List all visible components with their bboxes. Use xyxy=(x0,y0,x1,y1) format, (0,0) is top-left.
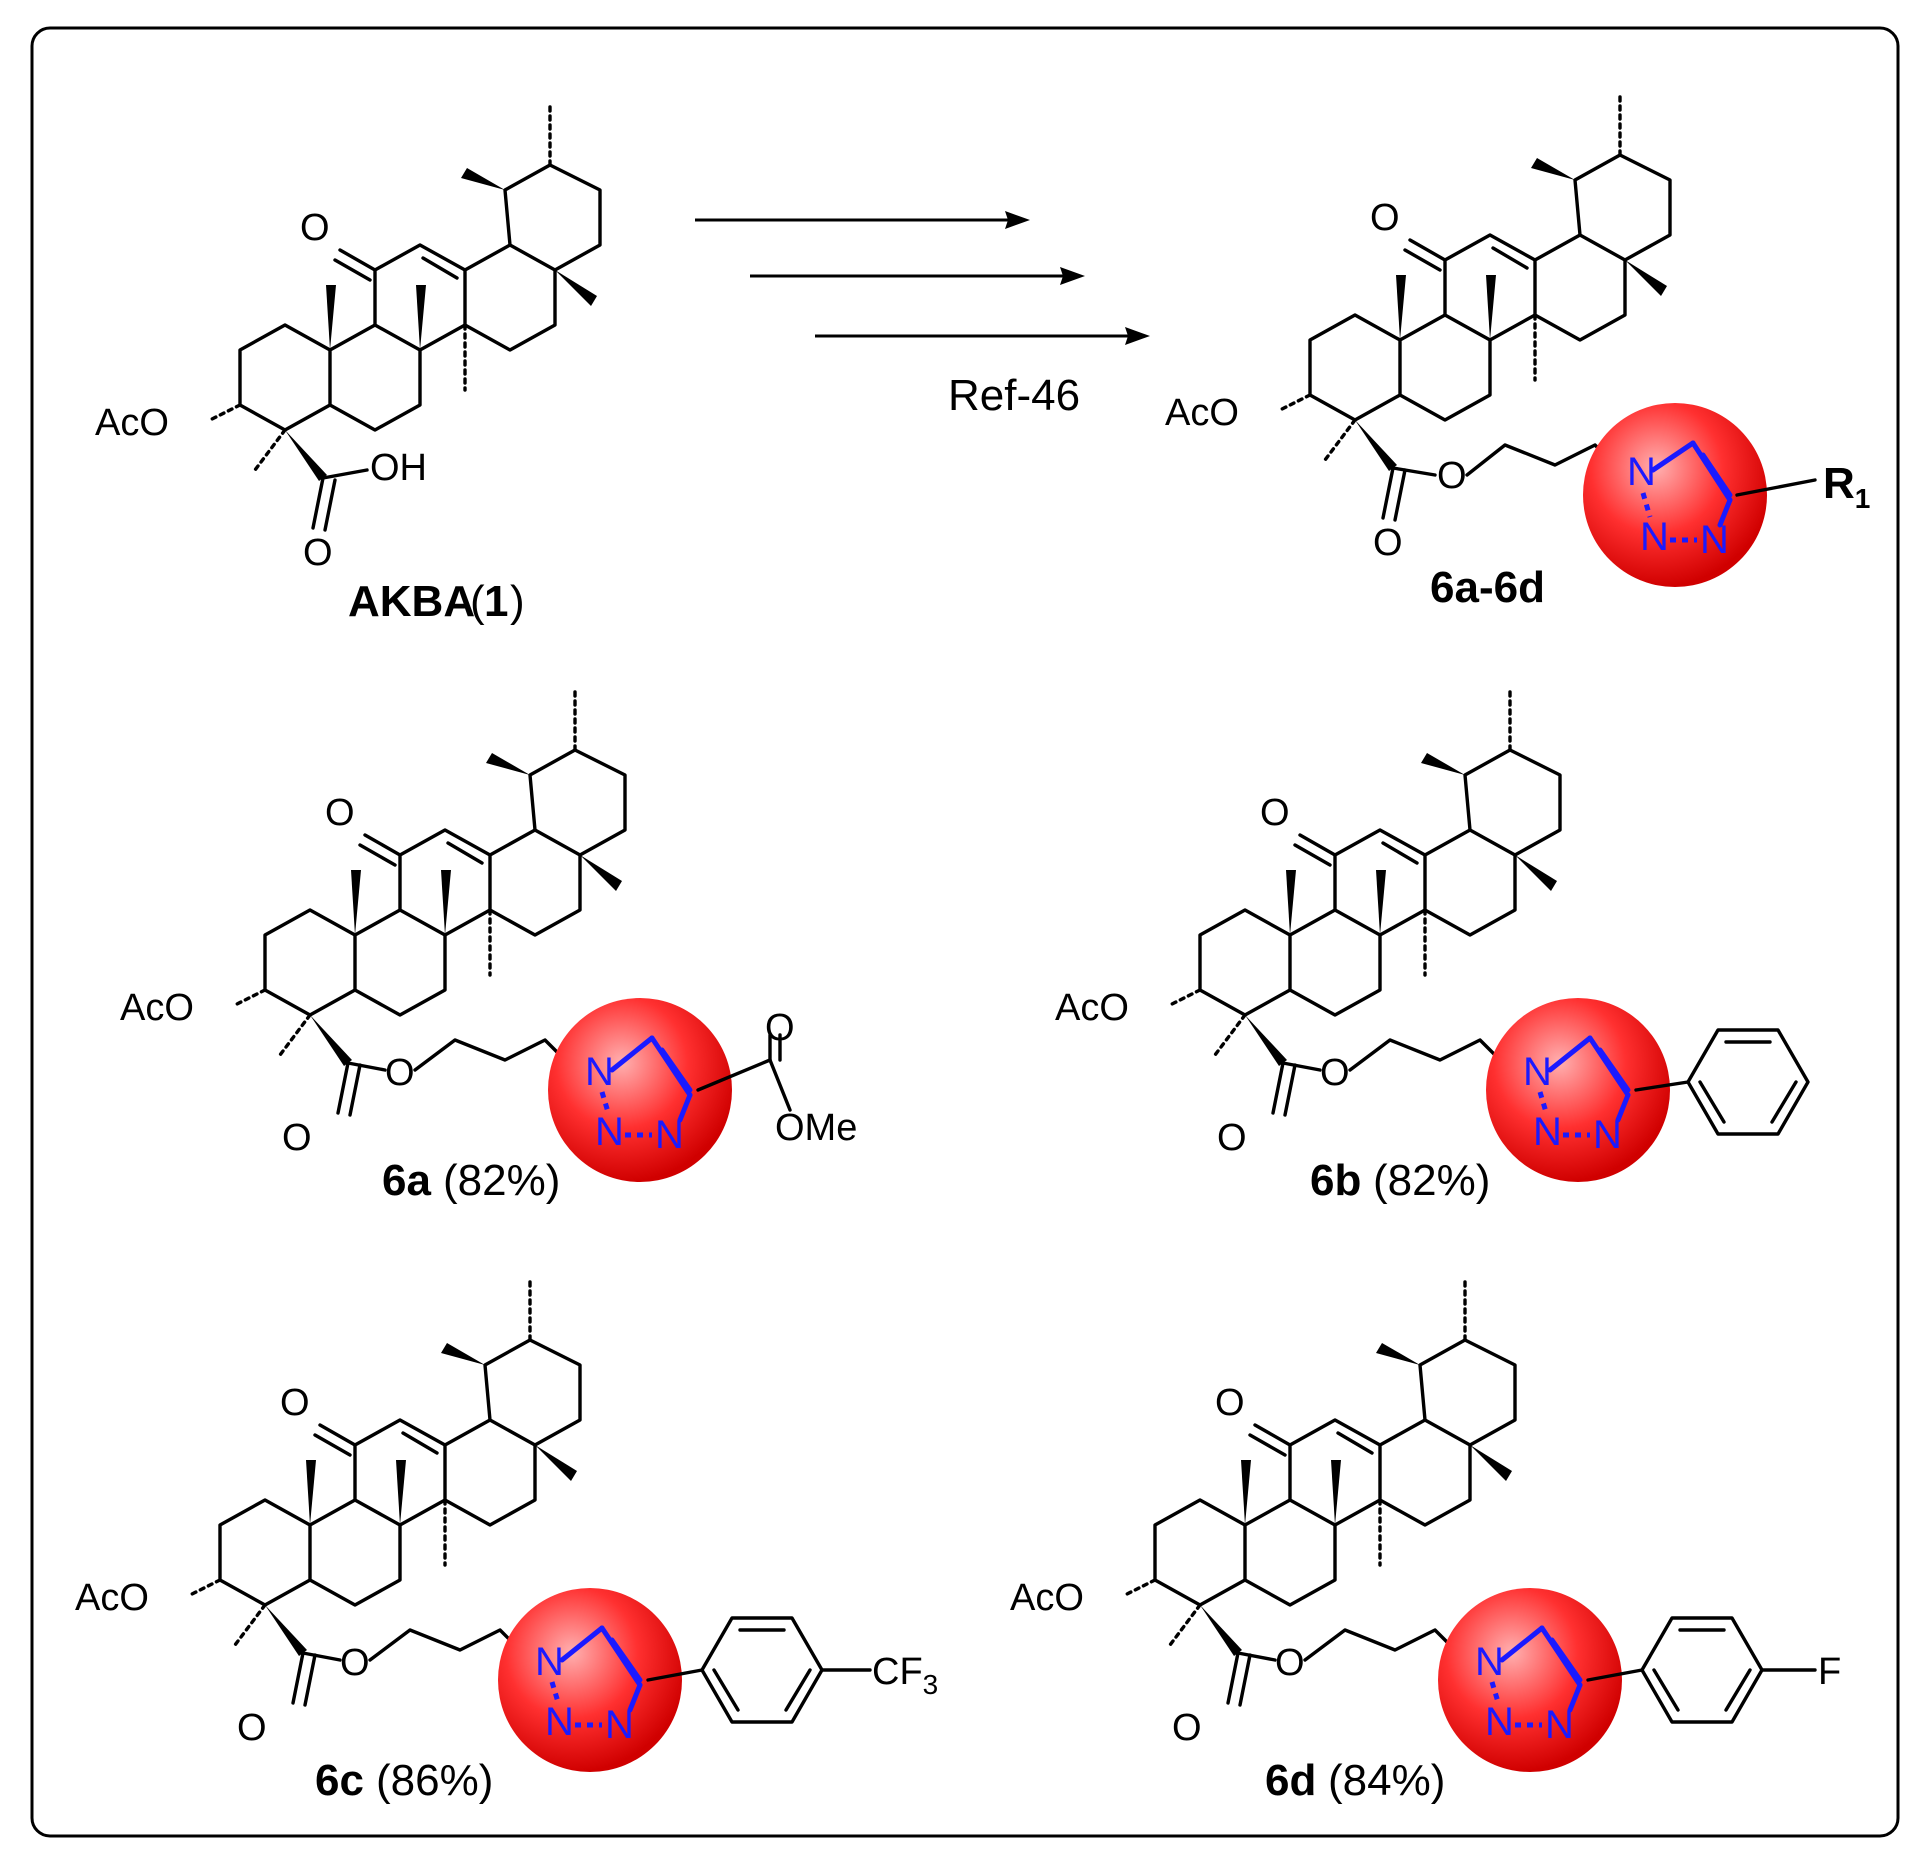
phenyl-6b xyxy=(1686,1028,1810,1136)
acid-carbonyl-o-label: O xyxy=(303,532,333,574)
6d-yield-label: (84%) xyxy=(1328,1756,1445,1805)
svg-text:N: N xyxy=(1640,515,1669,559)
6b-yield-label: (82%) xyxy=(1373,1156,1490,1205)
6d-compound-label: 6d xyxy=(1265,1756,1316,1805)
6c-yield-label: (86%) xyxy=(376,1756,493,1805)
oxo-label: O xyxy=(300,207,330,249)
svg-text:O: O xyxy=(1275,1642,1305,1684)
akba-name-label: AKBA xyxy=(348,577,475,626)
triazole-6c: N N N xyxy=(498,1588,704,1772)
6a-substituent-label: OMe xyxy=(775,1107,857,1149)
svg-text:O: O xyxy=(325,792,355,834)
svg-text:AcO: AcO xyxy=(75,1577,149,1619)
svg-text:N: N xyxy=(595,1110,624,1154)
compound-6a: AcO O O O xyxy=(120,688,627,1159)
svg-text:N: N xyxy=(1700,518,1729,562)
svg-text:O: O xyxy=(1437,455,1467,497)
svg-text:N: N xyxy=(1523,1050,1552,1094)
svg-text:O: O xyxy=(340,1642,370,1684)
acetoxy-label: AcO xyxy=(95,402,169,444)
6a-carbonyl-o: O xyxy=(765,1007,795,1049)
svg-text:O: O xyxy=(1217,1117,1247,1159)
reaction-arrows xyxy=(695,211,1150,345)
svg-text:N: N xyxy=(545,1700,574,1744)
svg-text:O: O xyxy=(237,1707,267,1749)
svg-text:O: O xyxy=(1320,1052,1350,1094)
svg-text:N: N xyxy=(1627,450,1656,494)
6d-substituent-label: F xyxy=(1818,1651,1841,1693)
svg-text:AcO: AcO xyxy=(1165,392,1239,434)
svg-text:N: N xyxy=(1533,1110,1562,1154)
svg-text:AcO: AcO xyxy=(1010,1577,1084,1619)
akba-paren-close: ) xyxy=(510,577,525,626)
triazole-general: N N N xyxy=(1583,403,1817,587)
svg-text:O: O xyxy=(280,1382,310,1424)
svg-text:N: N xyxy=(535,1640,564,1684)
general-substituent-label: R1 xyxy=(1823,459,1870,514)
hydroxyl-label: OH xyxy=(370,447,427,489)
svg-text:O: O xyxy=(1373,522,1403,564)
compound-6b: AcO O O O xyxy=(1055,688,1562,1159)
svg-text:N: N xyxy=(585,1050,614,1094)
svg-text:O: O xyxy=(282,1117,312,1159)
svg-text:AcO: AcO xyxy=(120,987,194,1029)
compound-akba: AcO O OH O xyxy=(95,103,602,574)
6c-compound-label: 6c xyxy=(315,1756,364,1805)
svg-text:N: N xyxy=(1475,1640,1504,1684)
6a-yield-label: (82%) xyxy=(443,1156,560,1205)
svg-text:N: N xyxy=(1485,1700,1514,1744)
svg-text:O: O xyxy=(1215,1382,1245,1424)
triazole-highlight xyxy=(1583,403,1767,587)
svg-text:AcO: AcO xyxy=(1055,987,1129,1029)
akba-paren-open: ( xyxy=(470,577,485,626)
svg-text:O: O xyxy=(1172,1707,1202,1749)
scheme-frame xyxy=(30,26,1900,1838)
svg-text:O: O xyxy=(385,1052,415,1094)
triazole-6a: N N N xyxy=(548,998,792,1182)
svg-text:O: O xyxy=(1370,197,1400,239)
aryl-6c xyxy=(700,1616,872,1724)
triazole-6d: N N N xyxy=(1438,1588,1644,1772)
akba-number-label: 1 xyxy=(484,577,508,626)
reaction-condition-label: Ref-46 xyxy=(948,371,1080,420)
6a-compound-label: 6a xyxy=(382,1156,431,1205)
svg-text:O: O xyxy=(1260,792,1290,834)
triazole-6b: N N N xyxy=(1486,998,1690,1182)
compound-6a-6d: AcO O O O xyxy=(1165,93,1672,564)
compound-6d: AcO O O O xyxy=(1010,1278,1517,1749)
6c-substituent-label: CF3 xyxy=(872,1651,938,1700)
general-compound-label: 6a-6d xyxy=(1430,563,1545,612)
aryl-6d xyxy=(1640,1616,1817,1724)
6b-compound-label: 6b xyxy=(1310,1156,1361,1205)
compound-6c: AcO O O O xyxy=(75,1278,582,1749)
